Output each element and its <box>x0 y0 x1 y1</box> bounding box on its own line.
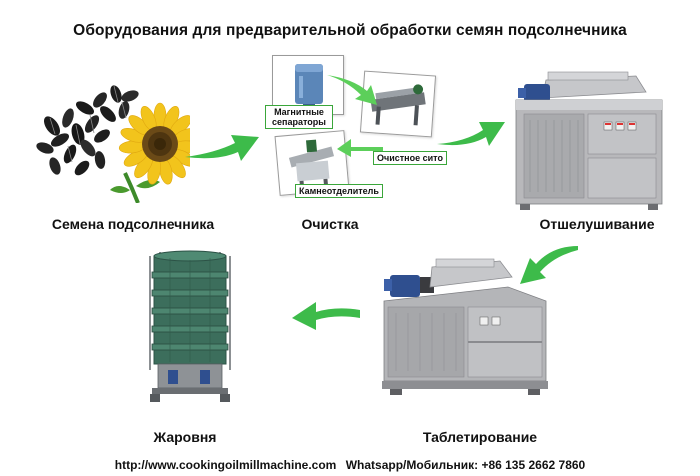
magnetic-separator-label: Магнитные сепараторы <box>272 107 326 127</box>
contact-phone: Whatsapp/Мобильник: +86 135 2662 7860 <box>345 458 586 472</box>
sunflower-icon <box>110 102 190 203</box>
destoner-tag: Камнеотделитель <box>295 184 383 198</box>
stage-label-cleaning: Очистка <box>301 216 359 232</box>
website-link[interactable]: http://www.cookingoilmillmachine.com <box>114 458 337 472</box>
magnetic-separator-tag: Магнитные сепараторы <box>265 105 333 129</box>
stage-label-seeds: Семена подсолнечника <box>51 216 215 232</box>
arrow-right-icon <box>185 127 260 167</box>
contact-footer: http://www.cookingoilmillmachine.com Wha… <box>0 458 700 472</box>
stage-label-flaking: Таблетирование <box>422 429 538 445</box>
stage-label-dehulling: Отшелушивание <box>539 216 655 232</box>
arrow-down-left-icon <box>512 242 582 287</box>
destoner-label: Камнеотделитель <box>299 186 379 196</box>
cleaning-equipment-group: Магнитные сепараторы Очистное сито Камне… <box>265 55 447 205</box>
seed-pile-icon <box>36 85 139 176</box>
cleaning-sieve-tag: Очистное сито <box>373 151 447 165</box>
arrow-left-icon <box>337 139 383 157</box>
arrow-right-icon <box>327 75 377 105</box>
flaking-machine-illustration <box>380 257 550 397</box>
cleaning-sieve-photo <box>359 70 437 138</box>
arrow-left-icon <box>290 296 362 332</box>
cleaning-sieve-label: Очистное сито <box>377 153 443 163</box>
sunflower-seeds-illustration <box>30 78 190 203</box>
diagram-title: Оборудования для предварительной обработ… <box>73 22 627 39</box>
dehuller-machine-illustration <box>508 70 668 210</box>
arrow-right-icon <box>437 116 507 151</box>
roaster-tower-illustration <box>140 250 240 405</box>
stage-label-roasting: Жаровня <box>153 429 217 445</box>
